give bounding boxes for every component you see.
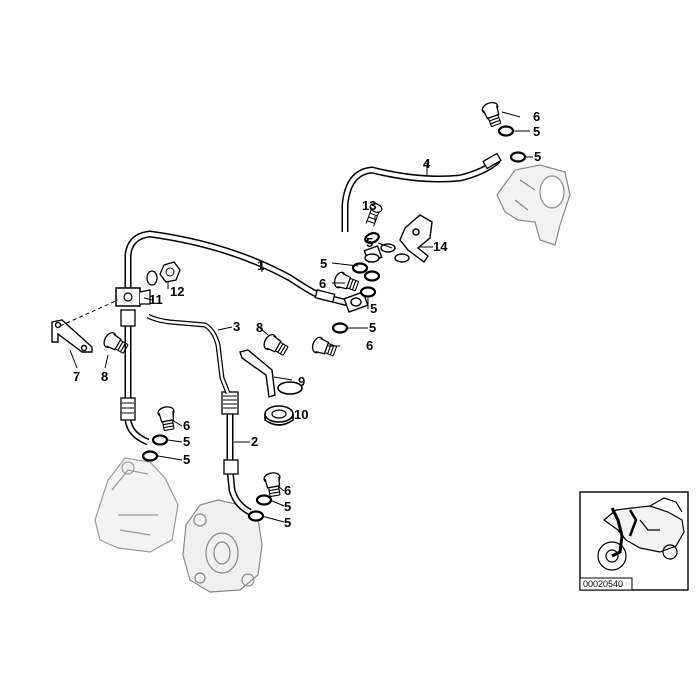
washer-9 (277, 381, 303, 395)
grommet-10 (264, 405, 294, 426)
callout-2: 2 (251, 434, 258, 449)
banjo-bolt-6-top (480, 99, 505, 129)
master-cylinder (496, 164, 571, 246)
callout-8: 8 (256, 320, 263, 335)
callout-7: 7 (73, 369, 80, 384)
callout-6: 6 (183, 418, 190, 433)
bracket-14 (399, 214, 433, 264)
callout-1: 1 (257, 258, 264, 273)
callout-14: 14 (433, 239, 448, 254)
callout-6: 6 (533, 109, 540, 124)
reference-number: 00020540 (583, 579, 623, 589)
callout-11: 11 (149, 292, 163, 307)
callout-5: 5 (284, 515, 291, 530)
brake-hose-4 (341, 152, 502, 232)
callout-5: 5 (533, 124, 540, 139)
brake-line-highlight (610, 507, 624, 558)
callout-13: 13 (362, 198, 376, 213)
bolt-8-center (261, 331, 291, 359)
junction-block (343, 243, 410, 313)
callout-5: 5 (284, 499, 291, 514)
leader-lines (69, 111, 533, 523)
t-piece-distributor (115, 287, 151, 307)
callout-6: 6 (284, 483, 291, 498)
callout-9: 9 (298, 374, 305, 389)
nut-12 (146, 261, 181, 286)
brake-line-3 (146, 313, 231, 394)
banjo-bolt-6-left (156, 405, 178, 432)
callout-5: 5 (534, 149, 541, 164)
bolt-13 (365, 203, 383, 227)
banjo-bolt-6-mid (331, 270, 361, 295)
banjo-bolt-6-right (262, 471, 284, 498)
callout-5: 5 (366, 235, 373, 250)
banjo-bolt-6-low (309, 335, 339, 360)
callout-4: 4 (423, 156, 431, 171)
callout-5: 5 (370, 301, 377, 316)
left-brake-caliper (94, 457, 179, 553)
right-brake-caliper (182, 499, 263, 593)
brake-hose-1 (124, 230, 349, 307)
callout-6: 6 (366, 338, 373, 353)
callout-6: 6 (319, 276, 326, 291)
callout-10: 10 (294, 407, 308, 422)
bracket-9 (239, 349, 276, 398)
callout-5: 5 (183, 434, 190, 449)
callout-5: 5 (183, 452, 190, 467)
callout-5: 5 (320, 256, 327, 271)
callout-8: 8 (101, 369, 108, 384)
brake-hose-2 (221, 391, 252, 516)
bracket-7 (51, 319, 93, 353)
callout-labels: 1 2 3 4 5 5 5 5 5 5 5 5 5 5 5 6 6 6 6 6 … (73, 109, 541, 530)
callout-3: 3 (233, 319, 240, 334)
reference-inset: 00020540 (579, 491, 689, 591)
motorcycle-thumbnail-icon (597, 497, 685, 571)
brake-hose-left (120, 309, 150, 446)
callout-12: 12 (170, 284, 184, 299)
callout-5: 5 (369, 320, 376, 335)
